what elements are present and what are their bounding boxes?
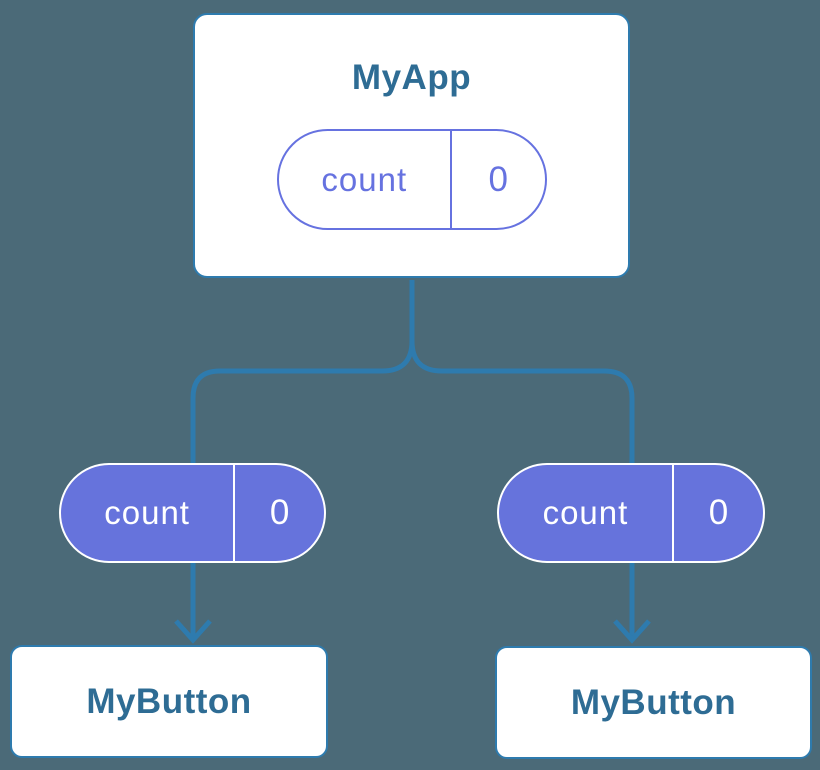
child-node-title: MyButton — [570, 682, 737, 722]
arrow-down-icon — [174, 619, 212, 644]
prop-value-label: 0 — [269, 493, 290, 532]
pill-value-cell: 0 — [235, 465, 324, 561]
state-name-label: count — [321, 160, 408, 198]
connector-right-branch — [409, 280, 635, 470]
prop-name-label: count — [542, 494, 629, 531]
pill-name-cell: count — [279, 131, 453, 228]
root-state-pill: count 0 — [276, 129, 547, 230]
connector-left-branch — [190, 280, 415, 470]
child-node-title: MyButton — [86, 681, 252, 721]
pill-value-cell: 0 — [452, 131, 544, 228]
child-node-card-left: MyButton — [10, 645, 328, 758]
prop-pill-right: count 0 — [497, 463, 765, 563]
pill-name-cell: count — [499, 465, 674, 561]
state-value-label: 0 — [488, 159, 509, 199]
prop-value-label: 0 — [708, 493, 729, 532]
prop-pill-left: count 0 — [59, 463, 326, 563]
root-node-title: MyApp — [351, 58, 472, 97]
root-node-card: MyApp count 0 — [193, 13, 630, 278]
prop-name-label: count — [104, 494, 190, 531]
pill-value-cell: 0 — [674, 465, 763, 561]
child-node-card-right: MyButton — [495, 646, 812, 759]
pill-name-cell: count — [61, 465, 236, 561]
arrow-down-icon — [613, 619, 651, 644]
